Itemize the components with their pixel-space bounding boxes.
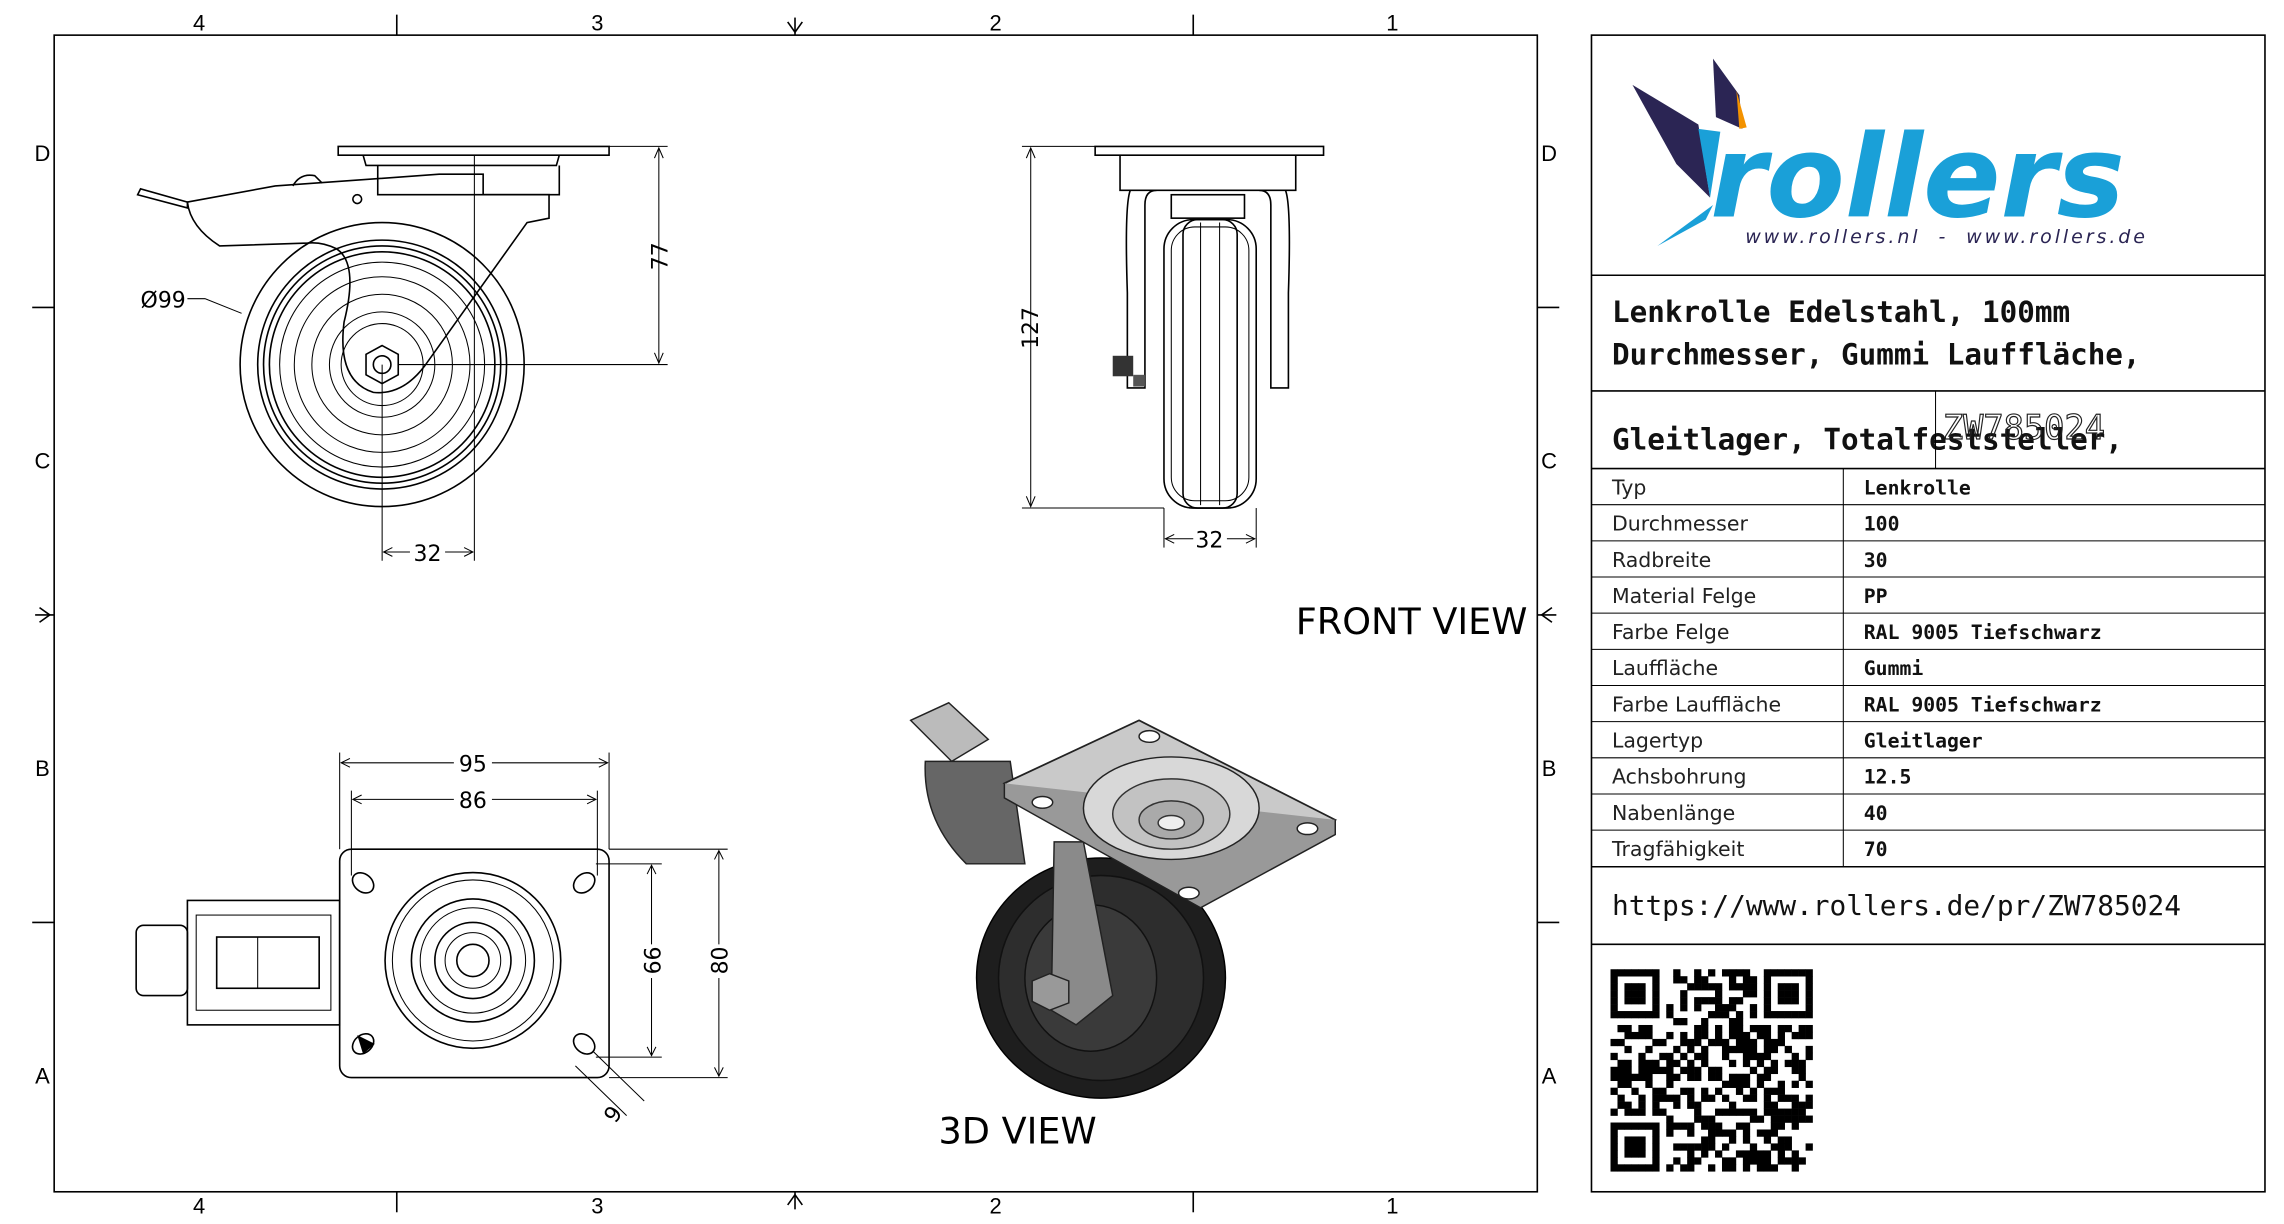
spec-label: Durchmesser bbox=[1612, 512, 1748, 536]
spec-row: Radbreite 30 bbox=[1591, 548, 2265, 578]
spec-row: Lagertyp Gleitlager bbox=[1591, 729, 2265, 759]
front-view: 127 32 FRONT VIEW bbox=[1019, 145, 1528, 643]
spec-row: Lauffläche Gummi bbox=[1591, 656, 2265, 687]
zone-col-1-bottom: 1 bbox=[1386, 1194, 1398, 1219]
spec-row: Material Felge PP bbox=[1591, 584, 2265, 614]
spec-value: 70 bbox=[1864, 838, 1888, 861]
top-view: 95 86 66 80 9 bbox=[135, 752, 734, 1128]
spec-label: Nabenlänge bbox=[1612, 801, 1735, 825]
zone-col-2-bottom: 2 bbox=[989, 1194, 1001, 1219]
zone-row-d-right: D bbox=[1541, 141, 1557, 166]
zone-labels: 4 3 2 1 4 3 2 1 D C B A D C B A bbox=[35, 11, 1558, 1219]
spec-label: Lauffläche bbox=[1612, 656, 1718, 680]
zone-col-4: 4 bbox=[193, 11, 205, 36]
spec-label: Achsbohrung bbox=[1612, 765, 1746, 789]
spec-label: Material Felge bbox=[1612, 584, 1756, 608]
logo-text: rollers bbox=[1710, 111, 2125, 244]
spec-row: Typ Lenkrolle bbox=[1591, 475, 2265, 506]
spec-value: Lenkrolle bbox=[1864, 476, 1971, 499]
spec-row: Achsbohrung 12.5 bbox=[1591, 765, 2265, 795]
offset-dimension-32: 32 bbox=[414, 542, 442, 567]
spec-value: Gummi bbox=[1864, 657, 1924, 680]
spec-value: RAL 9005 Tiefschwarz bbox=[1864, 621, 2102, 644]
height-dimension-127: 127 bbox=[1019, 307, 1044, 349]
width-dimension-32: 32 bbox=[1195, 529, 1223, 554]
part-number: ZW785024 bbox=[1943, 408, 2105, 447]
side-view: Ø99 77 32 bbox=[136, 145, 674, 567]
zone-row-c-right: C bbox=[1541, 449, 1557, 474]
zone-row-c: C bbox=[35, 449, 51, 474]
qr-code bbox=[1610, 969, 1813, 1172]
logo-websites: www.rollers.nl - www.rollers.de bbox=[1745, 226, 2148, 248]
spec-label: Typ bbox=[1611, 475, 1646, 499]
zone-row-d: D bbox=[35, 141, 51, 166]
spec-label: Tragfähigkeit bbox=[1611, 837, 1744, 861]
height-dimension-80: 80 bbox=[709, 946, 734, 974]
diameter-dimension: Ø99 bbox=[141, 288, 186, 313]
spec-label: Lagertyp bbox=[1612, 729, 1703, 753]
width-dimension-95: 95 bbox=[459, 753, 487, 778]
spec-value: Gleitlager bbox=[1864, 730, 1983, 753]
spec-row: Farbe Felge RAL 9005 Tiefschwarz bbox=[1591, 620, 2265, 650]
spec-label: Farbe Lauffläche bbox=[1612, 692, 1781, 716]
zone-row-b: B bbox=[35, 756, 50, 781]
zone-row-b-right: B bbox=[1542, 756, 1557, 781]
height-dimension-66: 66 bbox=[641, 946, 666, 974]
zone-col-3: 3 bbox=[591, 11, 603, 36]
zone-row-a-right: A bbox=[1542, 1063, 1557, 1088]
spec-row: Durchmesser 100 bbox=[1591, 512, 2265, 542]
spec-value: RAL 9005 Tiefschwarz bbox=[1864, 693, 2102, 716]
spec-value: 40 bbox=[1864, 802, 1888, 825]
spec-label: Radbreite bbox=[1612, 548, 1711, 572]
zone-ticks bbox=[32, 14, 1560, 1213]
zone-col-3-bottom: 3 bbox=[591, 1194, 603, 1219]
spec-label: Farbe Felge bbox=[1612, 620, 1730, 644]
title-line-2: Durchmesser, Gummi Lauffläche, bbox=[1612, 338, 2141, 372]
spec-value: 30 bbox=[1864, 549, 1888, 572]
spec-row: Farbe Lauffläche RAL 9005 Tiefschwarz bbox=[1591, 692, 2265, 723]
spec-value: 100 bbox=[1864, 513, 1900, 536]
product-url[interactable]: https://www.rollers.de/pr/ZW785024 bbox=[1612, 889, 2181, 922]
spec-row: Tragfähigkeit 70 bbox=[1611, 837, 1888, 861]
spec-value: 12.5 bbox=[1864, 766, 1912, 789]
title-line-1: Lenkrolle Edelstahl, 100mm bbox=[1612, 295, 2070, 329]
height-dimension-77: 77 bbox=[649, 242, 674, 270]
front-view-label: FRONT VIEW bbox=[1296, 600, 1528, 643]
title-block: rollers www.rollers.nl - www.rollers.de … bbox=[1590, 34, 2266, 1193]
iso-view: 3D VIEW bbox=[909, 701, 1338, 1152]
zone-row-a: A bbox=[35, 1063, 50, 1088]
width-dimension-86: 86 bbox=[459, 789, 487, 814]
spec-row: Nabenlänge 40 bbox=[1591, 801, 2265, 831]
spec-value: PP bbox=[1864, 585, 1888, 608]
zone-col-2: 2 bbox=[989, 11, 1001, 36]
zone-col-1: 1 bbox=[1386, 11, 1398, 36]
hole-dimension-9: 9 bbox=[600, 1102, 628, 1128]
rollers-logo: rollers www.rollers.nl - www.rollers.de bbox=[1632, 58, 2148, 248]
iso-view-label: 3D VIEW bbox=[938, 1109, 1096, 1152]
zone-col-4-bottom: 4 bbox=[193, 1194, 205, 1219]
title-line-3: Gleitlager, Totalfeststeller, bbox=[1612, 422, 2123, 456]
